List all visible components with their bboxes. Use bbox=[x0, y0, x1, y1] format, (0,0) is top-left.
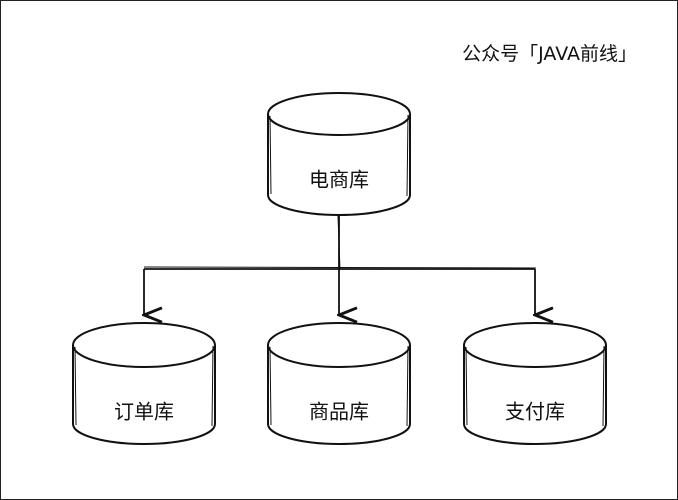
node-label-product-db: 商品库 bbox=[309, 399, 369, 424]
database-cylinder-ecommerce bbox=[267, 92, 411, 216]
watermark-text: 公众号「JAVA前线」 bbox=[462, 43, 637, 65]
node-label-order-db: 订单库 bbox=[114, 399, 174, 424]
connector-lines bbox=[144, 215, 536, 315]
database-cylinder-payment bbox=[463, 322, 607, 445]
database-cylinder-order bbox=[72, 322, 216, 445]
node-label-ecommerce-db: 电商库 bbox=[309, 167, 369, 192]
database-cylinder-product bbox=[267, 322, 411, 445]
node-label-payment-db: 支付库 bbox=[505, 399, 565, 424]
